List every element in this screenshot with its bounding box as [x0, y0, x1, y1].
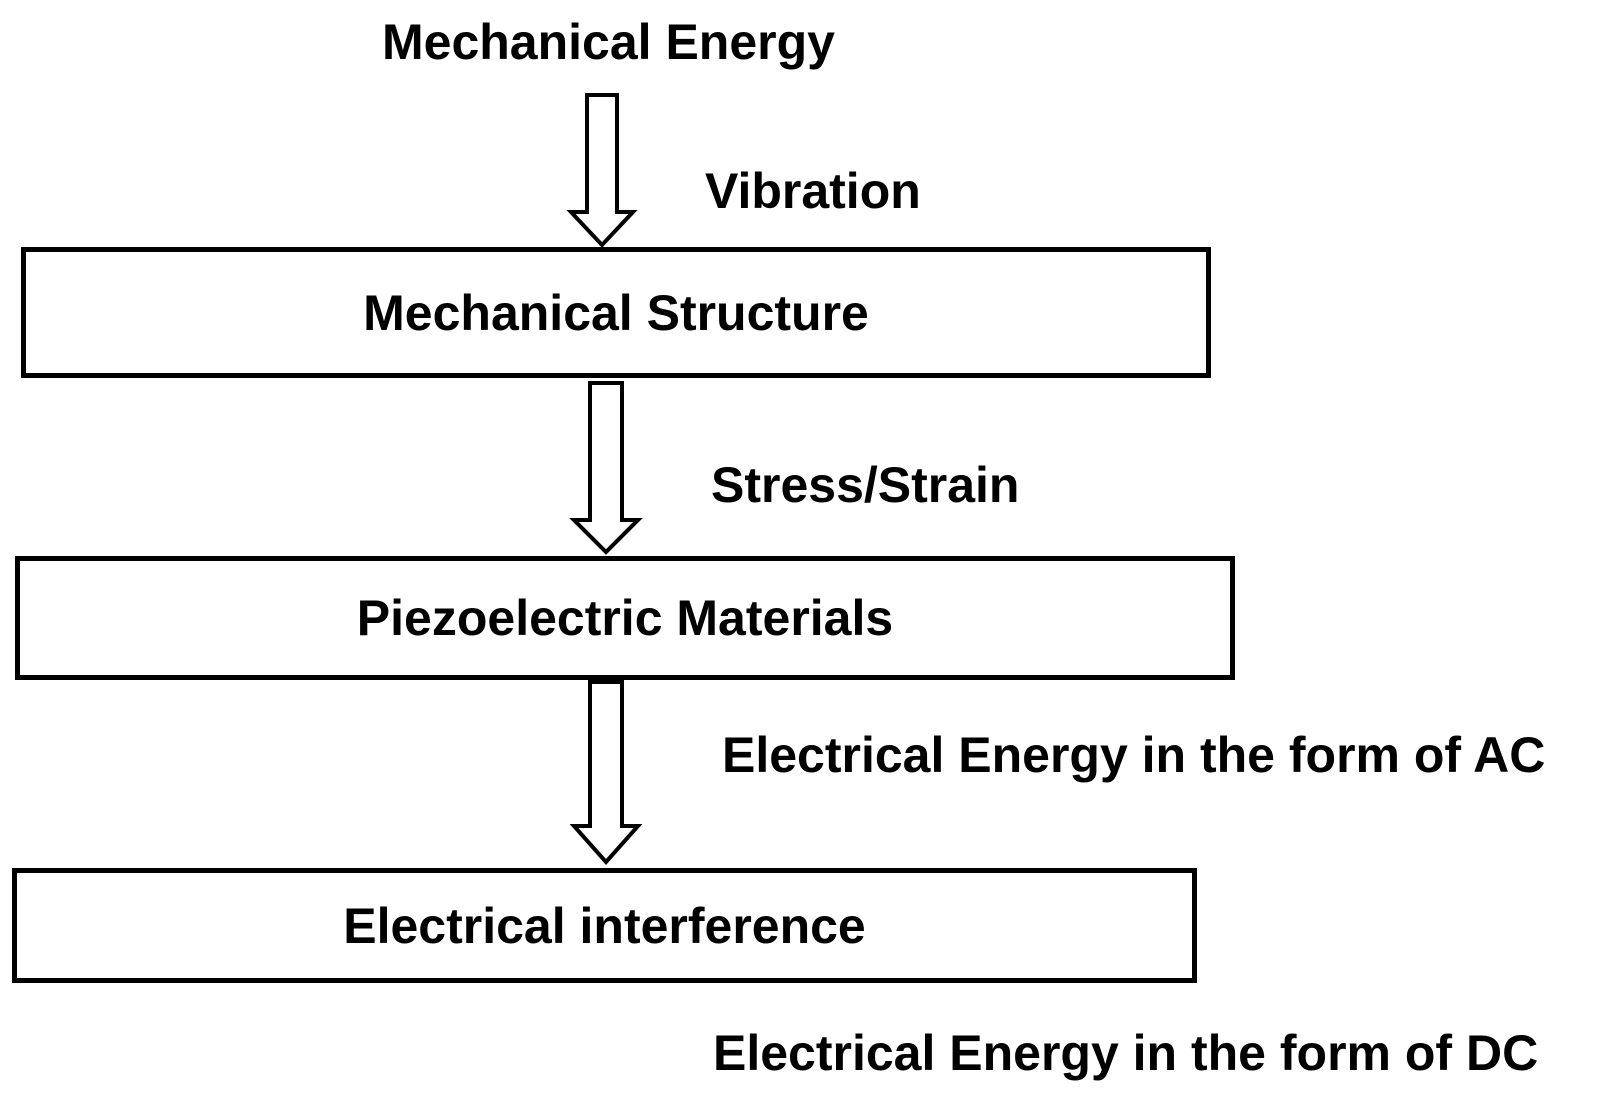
electrical-ac-label: Electrical Energy in the form of AC — [722, 727, 1546, 783]
piezoelectric-materials-box: Piezoelectric Materials — [15, 556, 1235, 680]
arrow-structure-to-piezo — [569, 381, 643, 555]
electrical-interference-label: Electrical interference — [343, 897, 866, 954]
mechanical-structure-label: Mechanical Structure — [363, 284, 869, 341]
arrow-piezo-to-interference — [569, 680, 643, 866]
electrical-dc-label: Electrical Energy in the form of DC — [713, 1025, 1539, 1081]
stress-strain-label: Stress/Strain — [711, 457, 1020, 513]
mechanical-structure-box: Mechanical Structure — [21, 247, 1211, 378]
electrical-interference-box: Electrical interference — [12, 868, 1197, 983]
vibration-label: Vibration — [705, 163, 921, 219]
piezoelectric-materials-label: Piezoelectric Materials — [356, 590, 894, 646]
mechanical-energy-label: Mechanical Energy — [382, 14, 835, 70]
arrow-energy-to-structure — [566, 93, 638, 248]
